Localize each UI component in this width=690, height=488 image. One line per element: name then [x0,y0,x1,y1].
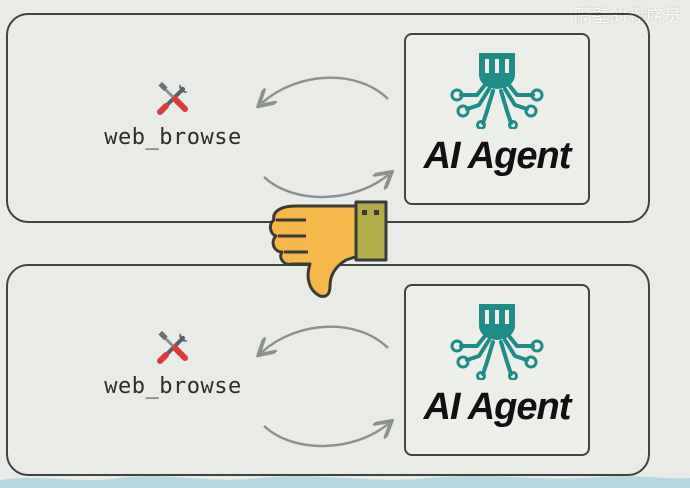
flow-panel-bottom: web_browse [6,264,650,476]
tools-icon [157,330,188,364]
thumbs-down-icon [268,200,388,298]
arrow-to-agent [263,175,388,199]
agent-node-bottom: AI Agent [404,284,590,456]
tool-label: web_browse [104,125,242,150]
watermark: 隔壁的程序员 [574,7,682,27]
tools-icon [157,81,188,115]
decorative-wave [0,476,690,488]
flow-panel-top: web_browse [6,13,650,223]
octopus-robot-icon [450,53,544,129]
tool-label: web_browse [104,374,242,399]
agent-node-top: AI Agent [404,33,590,205]
octopus-robot-icon [450,304,544,380]
agent-label: AI Agent [423,135,572,177]
exchange-arrows [248,76,398,199]
exchange-arrows [248,325,398,448]
arrow-to-agent [263,424,388,448]
agent-label: AI Agent [423,386,572,428]
arrow-to-tool [262,325,389,352]
tool-node-bottom: web_browse [78,328,268,399]
arrow-to-tool [262,76,389,103]
tool-node-top: web_browse [78,79,268,150]
